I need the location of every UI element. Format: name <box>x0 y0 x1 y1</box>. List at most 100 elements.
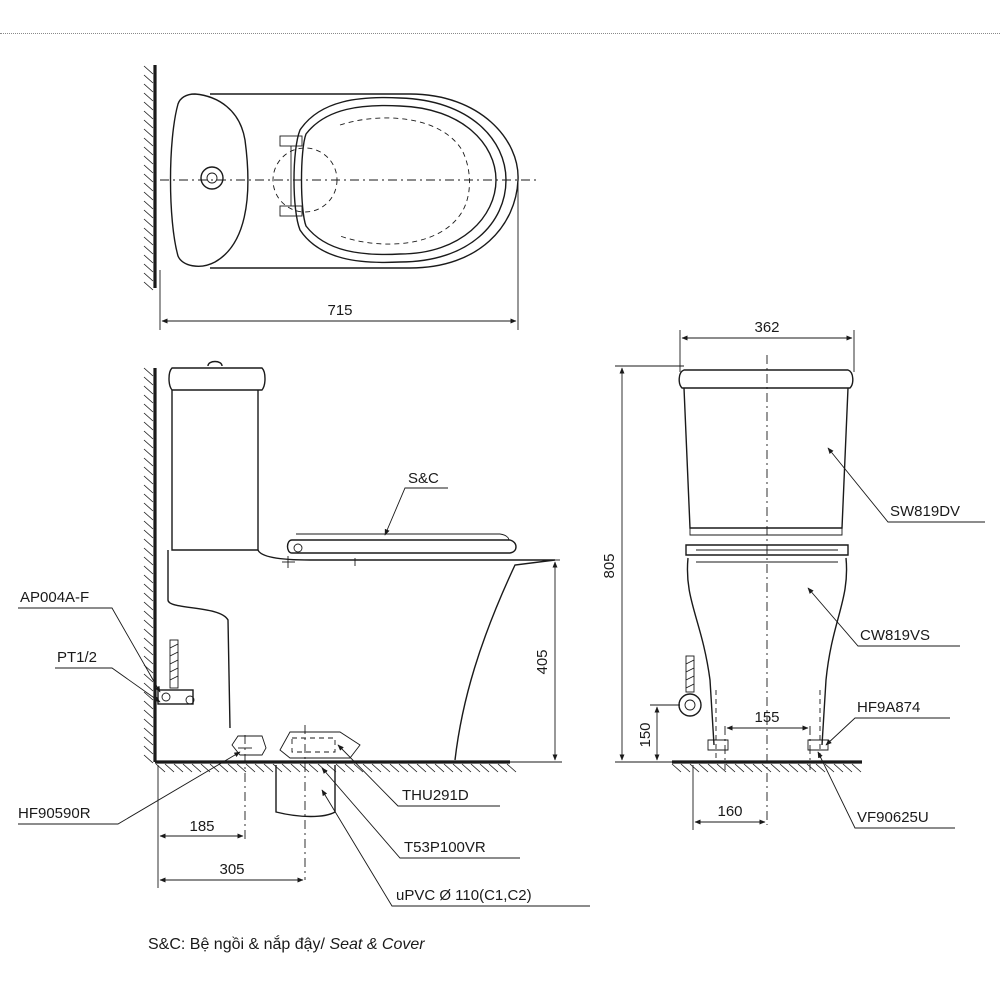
hatch-stroke <box>143 745 154 755</box>
hatch-stroke <box>218 763 229 773</box>
angle-valve-front-inner-icon <box>684 699 696 711</box>
upvc-leader <box>321 789 590 907</box>
hatch-stroke <box>443 763 454 773</box>
tank-lid-side <box>168 367 266 391</box>
label-upvc: uPVC Ø 110(C1,C2) <box>396 887 532 904</box>
top-dotted-rule <box>0 33 1000 34</box>
sc-leader <box>384 487 448 536</box>
hatch-stroke <box>290 763 301 773</box>
hatch-stroke <box>461 763 472 773</box>
tank-lid-front <box>678 369 854 389</box>
hatch-stroke <box>143 394 154 404</box>
fixing-bracket-side <box>231 735 267 756</box>
hatch-stroke <box>143 421 154 431</box>
dim-805-value: 805 <box>601 553 618 578</box>
hatch-stroke <box>143 281 154 291</box>
dim-305-value: 305 <box>219 861 244 878</box>
seat-top-outline <box>293 96 507 264</box>
hatch-stroke <box>689 763 700 773</box>
hatch-stroke <box>164 763 175 773</box>
hatch-stroke <box>344 763 355 773</box>
hatch-stroke <box>143 209 154 219</box>
hatch-stroke <box>716 763 727 773</box>
hatch-stroke <box>143 430 154 440</box>
supply-pipe-front-thread <box>685 659 695 689</box>
flush-button-icon <box>200 166 224 190</box>
dim-160-value: 160 <box>717 803 742 820</box>
hatch-stroke <box>143 610 154 620</box>
tank-body-side <box>171 390 259 551</box>
hatch-stroke <box>272 763 283 773</box>
hatch-stroke <box>263 763 274 773</box>
hatch-stroke <box>143 272 154 282</box>
vf90625u-leader <box>817 751 955 829</box>
hatch-stroke <box>143 574 154 584</box>
hatch-stroke <box>143 493 154 503</box>
hatch-stroke <box>851 763 862 773</box>
valve-nut-icon <box>161 692 171 702</box>
label-sc: S&C <box>408 470 439 487</box>
hatch-stroke <box>143 182 154 192</box>
hatch-stroke <box>143 682 154 692</box>
angle-valve-front-icon <box>678 693 702 717</box>
hatch-stroke <box>143 538 154 548</box>
hatch-stroke <box>143 691 154 701</box>
hatch-stroke <box>254 763 265 773</box>
hatch-stroke <box>143 200 154 210</box>
hatch-stroke <box>143 601 154 611</box>
hatch-stroke <box>353 763 364 773</box>
hatch-stroke <box>143 466 154 476</box>
hatch-stroke <box>143 92 154 102</box>
label-pt12: PT1/2 <box>57 649 97 666</box>
hatch-stroke <box>407 763 418 773</box>
hatch-stroke <box>143 727 154 737</box>
top-view-wall-hatch <box>143 65 154 291</box>
label-thu291d: THU291D <box>402 787 469 804</box>
flush-knob-side-icon <box>207 360 223 367</box>
dim-715-value: 715 <box>327 302 352 319</box>
hf9a874-leader <box>825 717 950 746</box>
hatch-stroke <box>842 763 853 773</box>
hatch-stroke <box>143 475 154 485</box>
hatch-stroke <box>371 763 382 773</box>
hatch-stroke <box>488 763 499 773</box>
hatch-stroke <box>143 173 154 183</box>
bolt-right-front <box>807 739 829 751</box>
label-sw819dv: SW819DV <box>890 503 960 520</box>
bowl-base-hidden <box>715 690 821 760</box>
label-t53p100vr: T53P100VR <box>404 839 486 856</box>
seat-cover-note: S&C: Bệ ngồi & nắp đậy/ Seat & Cover <box>148 936 425 954</box>
hatch-stroke <box>227 763 238 773</box>
supply-pipe-thread <box>169 643 179 681</box>
hatch-stroke <box>671 763 682 773</box>
hatch-stroke <box>143 83 154 93</box>
hatch-stroke <box>824 763 835 773</box>
hatch-stroke <box>143 236 154 246</box>
hatch-stroke <box>143 709 154 719</box>
hatch-stroke <box>143 520 154 530</box>
label-ap004af: AP004A-F <box>20 589 89 606</box>
hatch-stroke <box>143 412 154 422</box>
hatch-stroke <box>236 763 247 773</box>
hatch-stroke <box>308 763 319 773</box>
dim-155-value: 155 <box>754 709 779 726</box>
hatch-stroke <box>833 763 844 773</box>
flange-hidden <box>291 737 336 753</box>
hatch-stroke <box>143 110 154 120</box>
front-view: 362 805 150 155 160 SW819DV CW819VS HF9A… <box>601 319 985 830</box>
hatch-stroke <box>143 628 154 638</box>
hatch-stroke <box>497 763 508 773</box>
hatch-stroke <box>434 763 445 773</box>
hatch-stroke <box>362 763 373 773</box>
label-cw819vs: CW819VS <box>860 627 930 644</box>
hatch-stroke <box>725 763 736 773</box>
hatch-stroke <box>143 583 154 593</box>
hatch-stroke <box>335 763 346 773</box>
hatch-stroke <box>191 763 202 773</box>
dim-185-value: 185 <box>189 818 214 835</box>
bolt-left-front <box>707 739 729 751</box>
hinge-top <box>279 135 303 147</box>
hatch-stroke <box>680 763 691 773</box>
hatch-stroke <box>209 763 220 773</box>
sw819dv-leader <box>827 447 985 523</box>
